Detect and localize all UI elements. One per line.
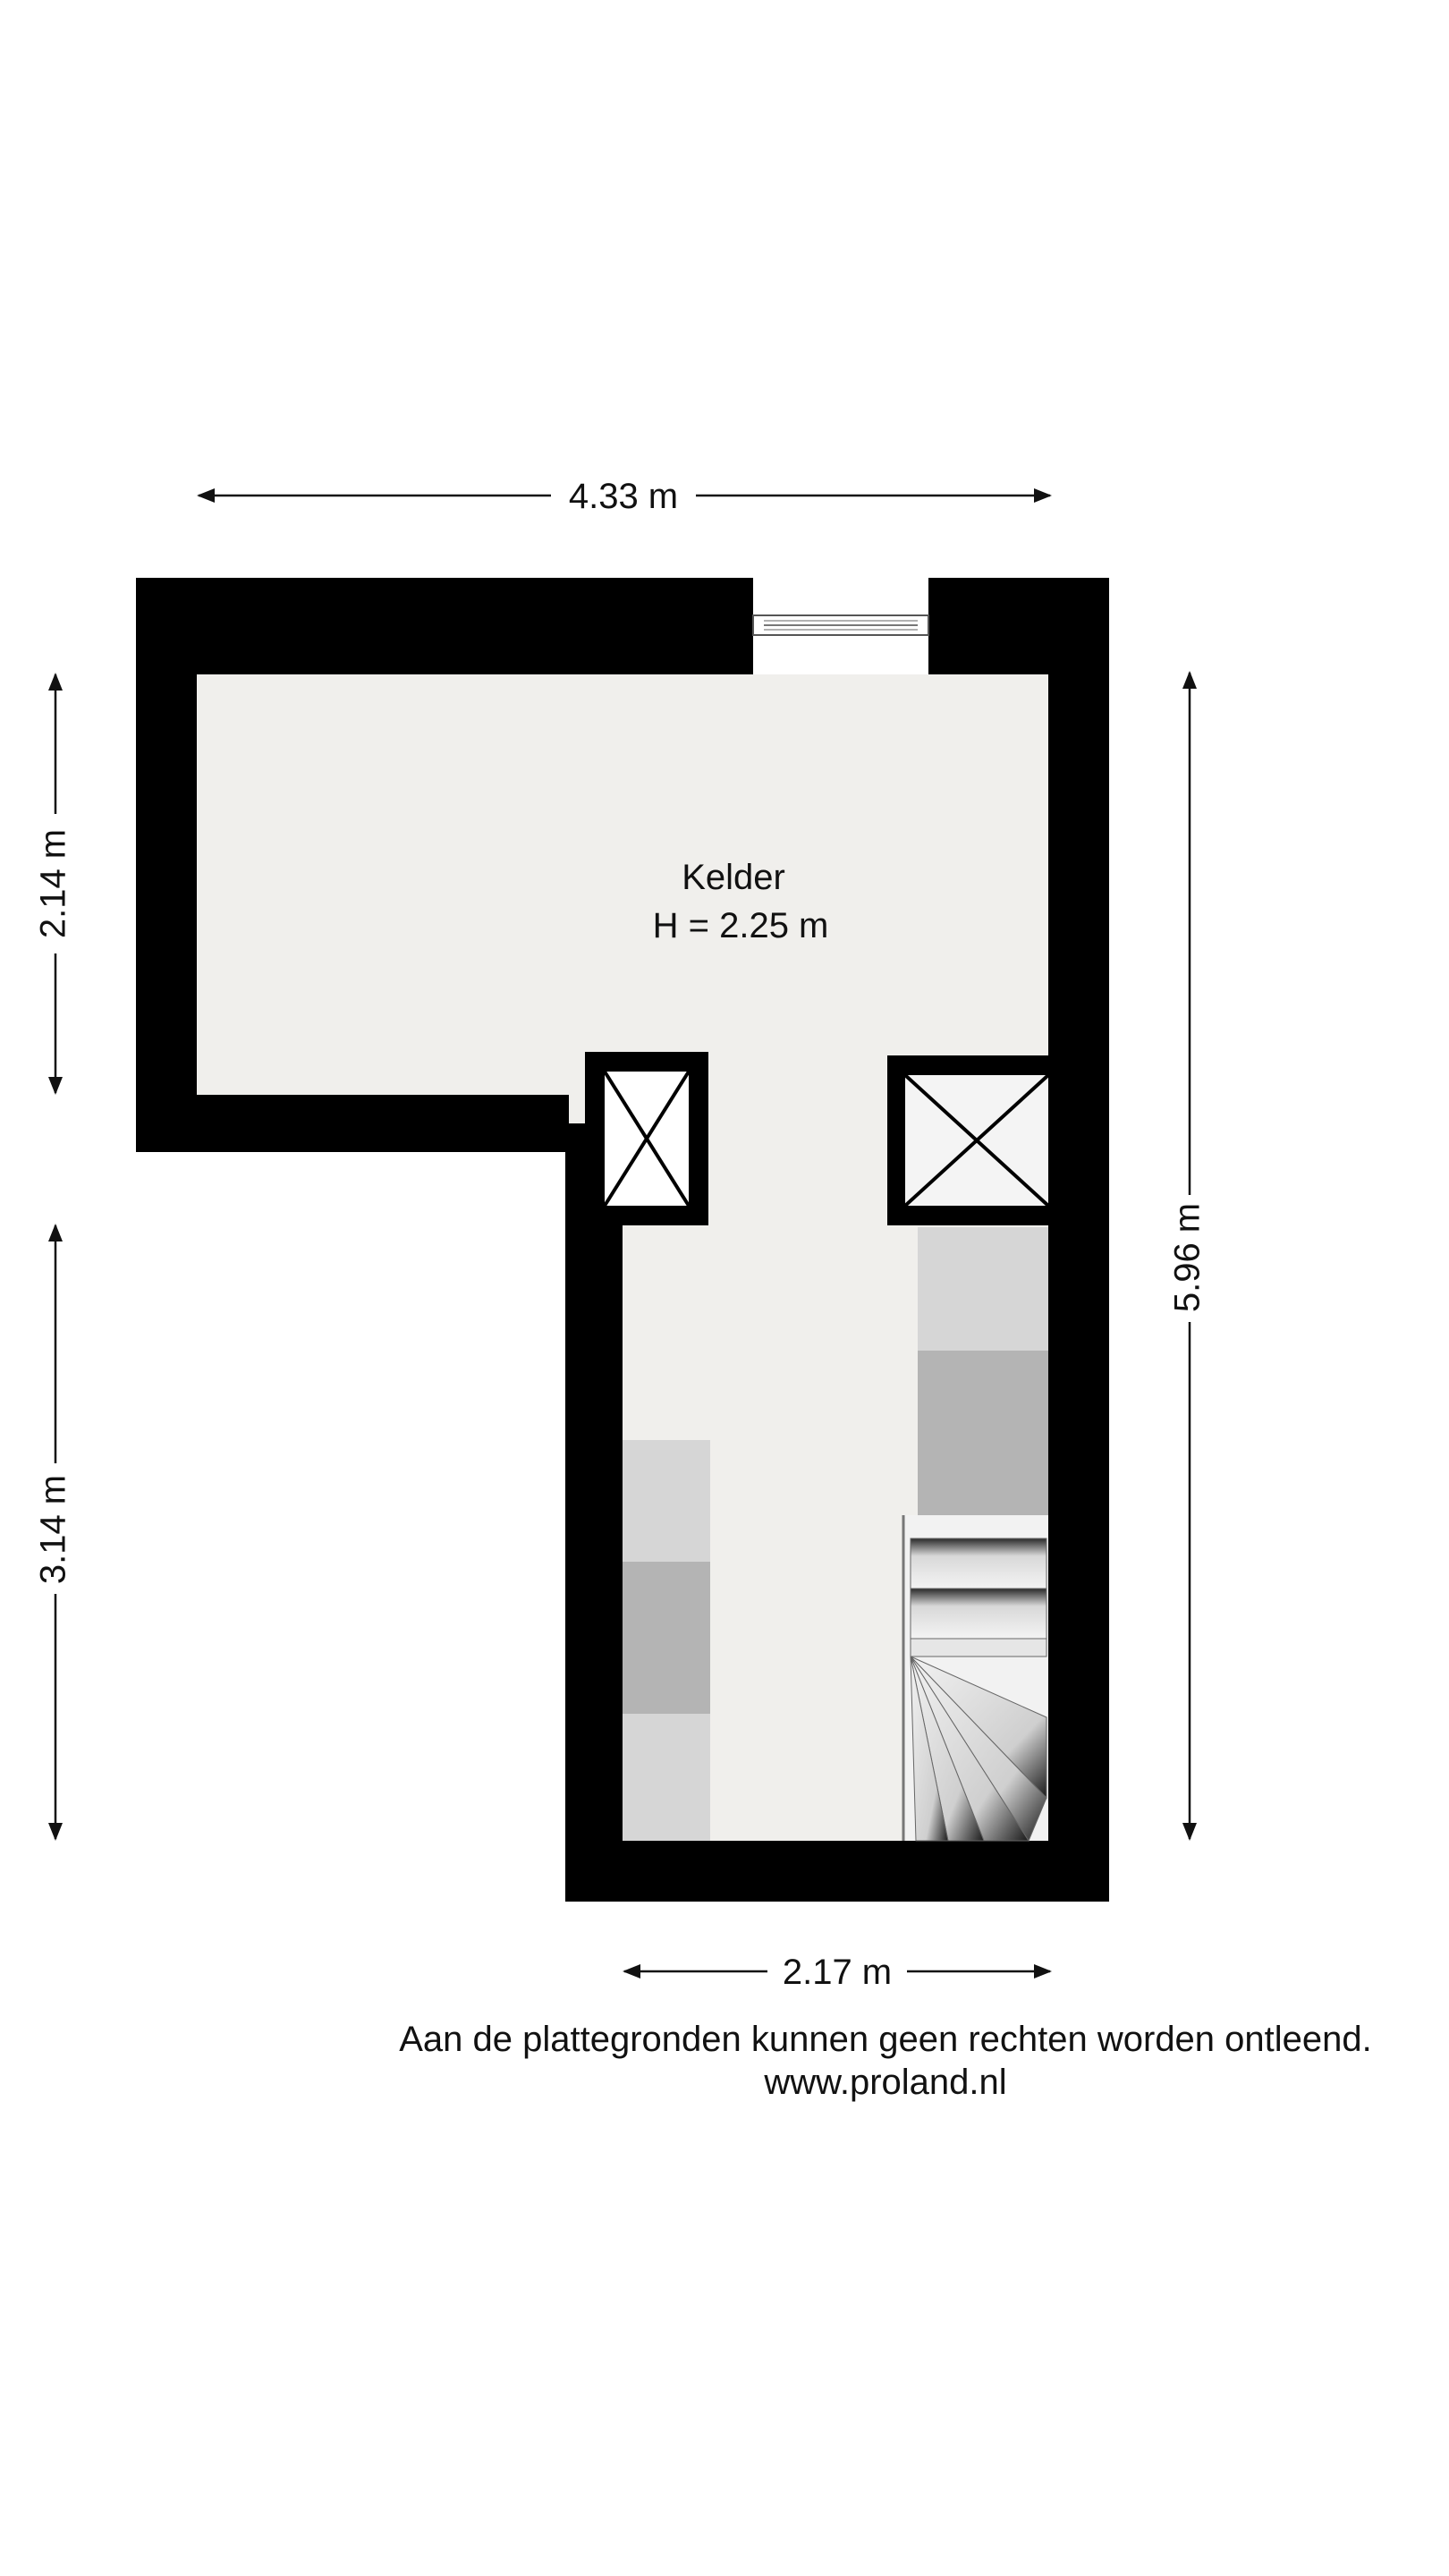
dimension-right-total: 5.96 m [1168, 671, 1208, 1841]
svg-text:5.96 m: 5.96 m [1168, 1203, 1208, 1312]
svg-text:2.14 m: 2.14 m [34, 829, 73, 938]
room-name: Kelder [682, 858, 785, 897]
dimension-left-lower: 3.14 m [34, 1224, 73, 1841]
floor-area [197, 674, 1048, 1841]
website-link[interactable]: www.proland.nl [764, 2063, 1007, 2102]
storage-cabinet-left [623, 1440, 710, 1841]
storage-cabinet-right [918, 1227, 1048, 1515]
disclaimer-text: Aan de plattegronden kunnen geen rechten… [399, 2020, 1372, 2059]
window [752, 578, 929, 674]
room-height: H = 2.25 m [653, 906, 829, 945]
svg-text:4.33 m: 4.33 m [569, 477, 678, 516]
shaft-left [585, 1052, 708, 1225]
dimension-top-width: 4.33 m [197, 477, 1052, 516]
shaft-right [887, 1055, 1050, 1225]
svg-text:2.17 m: 2.17 m [783, 1953, 892, 1992]
svg-text:3.14 m: 3.14 m [34, 1475, 73, 1584]
staircase [902, 1515, 1048, 1843]
dimension-left-upper: 2.14 m [34, 673, 73, 1095]
dimension-bottom-width: 2.17 m [623, 1953, 1052, 1992]
